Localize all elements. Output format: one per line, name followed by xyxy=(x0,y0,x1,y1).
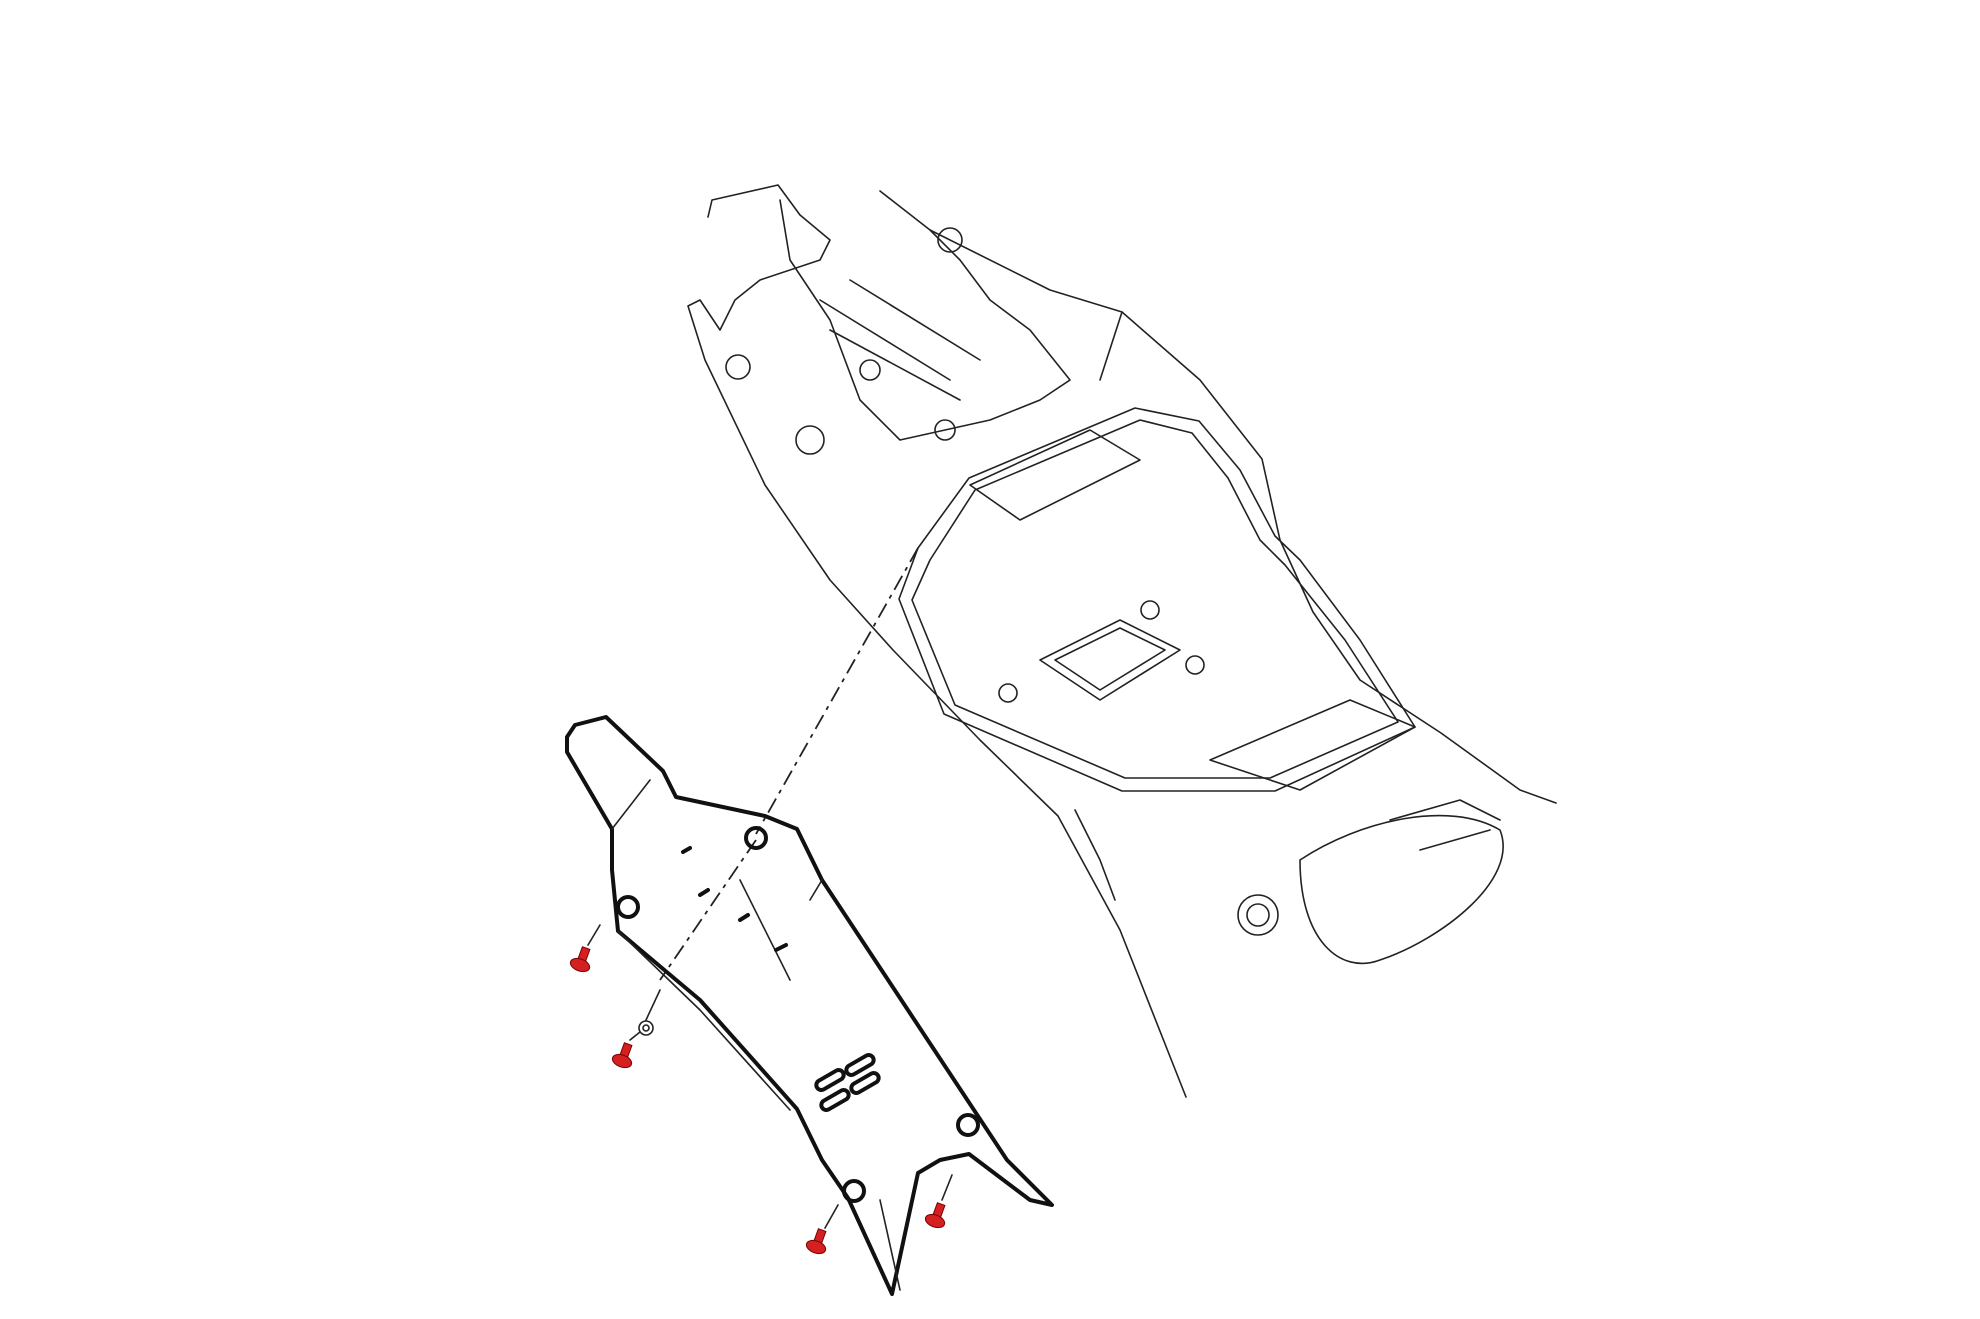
rear-subframe-assembly xyxy=(687,184,1557,1098)
assembly-line-lower xyxy=(659,839,757,981)
screw-icon xyxy=(805,1228,827,1255)
undertray-panel xyxy=(565,715,1054,1296)
screw-icon xyxy=(569,946,591,973)
assembly-line xyxy=(755,547,919,835)
fasteners xyxy=(569,924,953,1255)
washer xyxy=(638,989,661,1036)
screw-icon xyxy=(611,1042,633,1069)
seat-well-frame xyxy=(898,407,1504,965)
screw-icon xyxy=(924,1202,946,1229)
